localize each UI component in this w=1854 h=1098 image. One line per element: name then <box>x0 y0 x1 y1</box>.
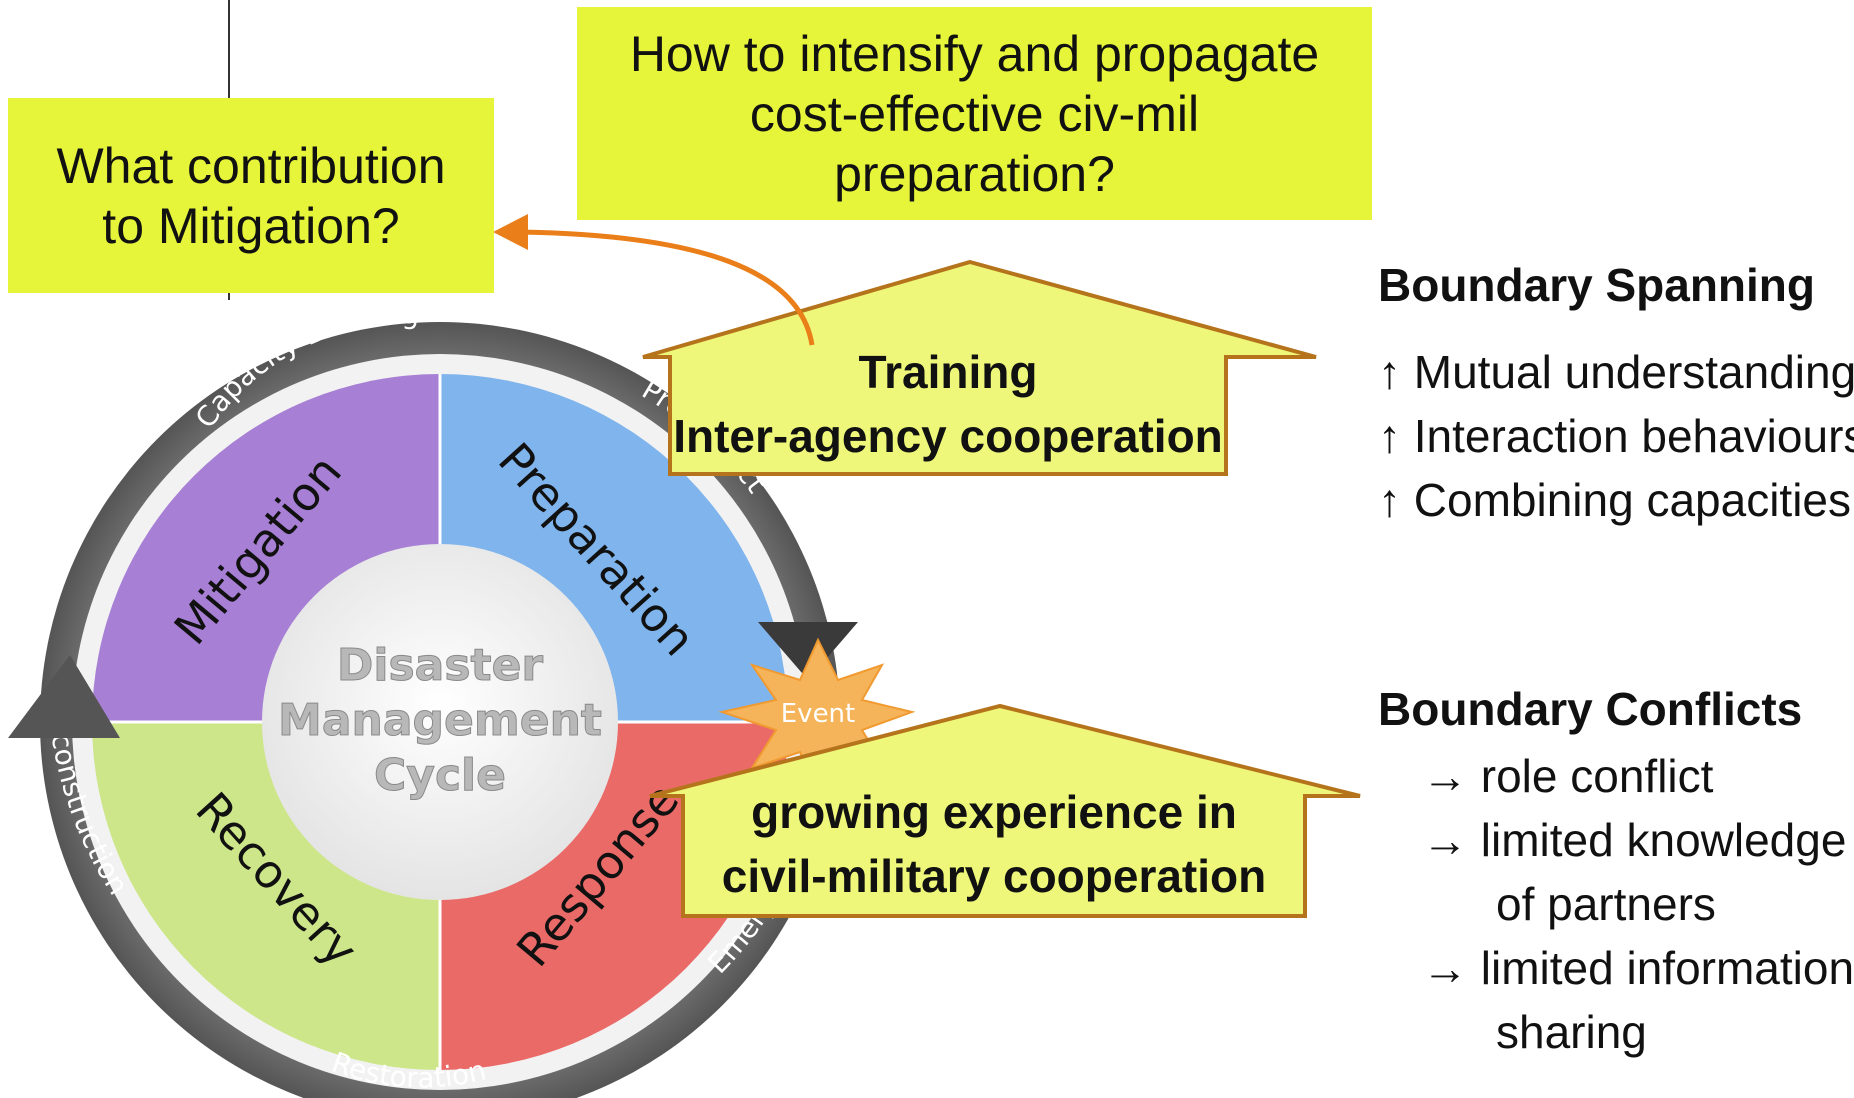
event-label: Event <box>781 699 855 729</box>
center-label-line2: Management <box>278 695 602 746</box>
boundary-spanning-panel: Boundary Spanning ↑ Mutual understanding… <box>1378 258 1854 532</box>
experience-callout-text: growing experience in civil-military coo… <box>683 780 1305 908</box>
question-box-mitigation: What contribution to Mitigation? <box>8 98 494 293</box>
training-callout-shape <box>642 259 1317 476</box>
boundary-spanning-item: ↑ Interaction behaviours <box>1378 410 1854 462</box>
boundary-conflicts-panel: Boundary Conflicts → role conflict → lim… <box>1378 682 1854 1064</box>
experience-callout-line1: growing experience in <box>751 786 1237 838</box>
question-mitigation-text: What contribution to Mitigation? <box>56 137 446 254</box>
question-propagate-text: How to intensify and propagate cost-effe… <box>629 25 1320 202</box>
training-callout-text: Training Inter-agency cooperation <box>670 340 1226 468</box>
ring-arrowhead-left <box>8 655 120 738</box>
boundary-spanning-title: Boundary Spanning <box>1378 259 1815 311</box>
ring-arrowhead-right <box>758 622 858 680</box>
boundary-conflicts-item: of partners <box>1496 878 1716 930</box>
center-disc <box>262 544 618 900</box>
boundary-conflicts-item: → role conflict <box>1422 750 1714 802</box>
orange-curved-arrow <box>519 229 815 346</box>
experience-callout-line2: civil-military cooperation <box>721 850 1267 902</box>
training-callout-line1: Training <box>858 346 1038 398</box>
boundary-spanning-item: ↑ Combining capacities <box>1378 474 1852 526</box>
boundary-conflicts-item: → limited information <box>1422 942 1854 994</box>
question-box-propagate: How to intensify and propagate cost-effe… <box>577 7 1372 220</box>
experience-callout-shape <box>649 703 1361 918</box>
center-label-line3: Cycle <box>374 750 506 801</box>
orange-arrowhead <box>493 214 528 250</box>
boundary-spanning-item: ↑ Mutual understanding <box>1378 346 1854 398</box>
boundary-conflicts-item: → limited knowledge <box>1422 814 1847 866</box>
center-label-line1: Disaster <box>337 640 544 691</box>
boundary-conflicts-item: sharing <box>1496 1006 1647 1058</box>
training-callout-line2: Inter-agency cooperation <box>673 410 1223 462</box>
boundary-conflicts-title: Boundary Conflicts <box>1378 683 1803 735</box>
